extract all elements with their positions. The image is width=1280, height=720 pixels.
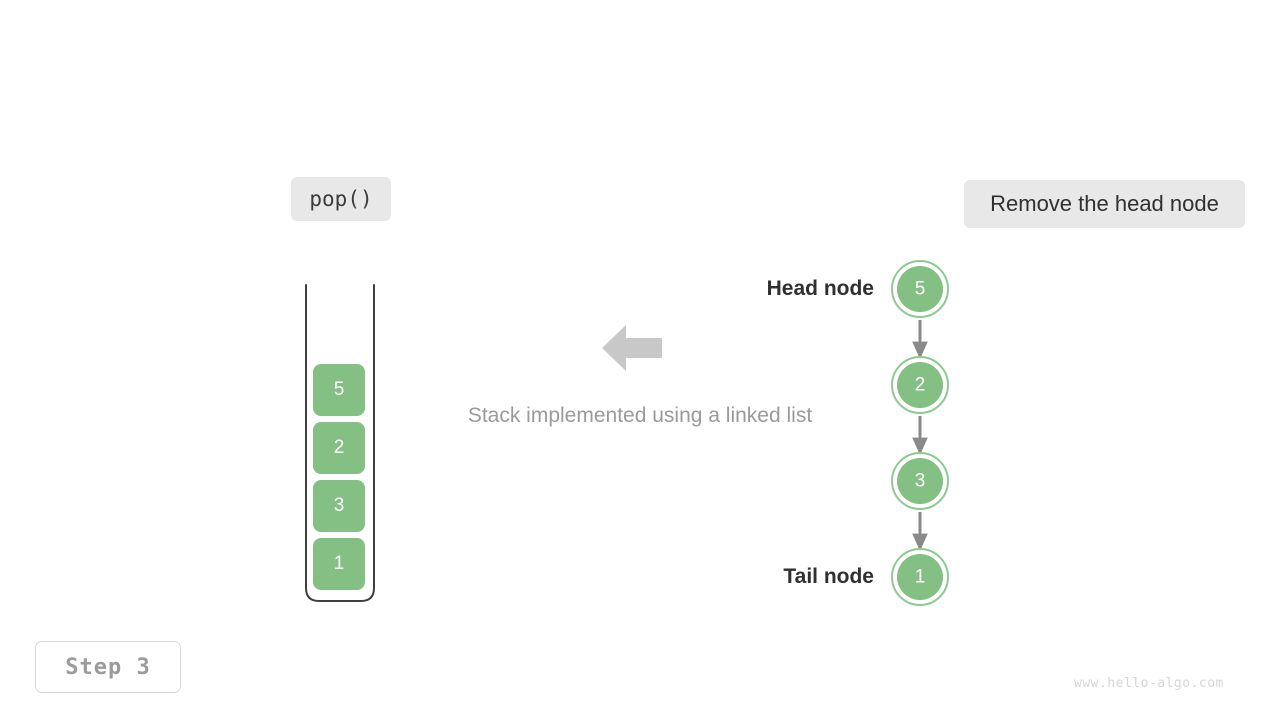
stack-cell-list: 5 2 3 1: [313, 364, 367, 590]
head-node-label: Head node: [766, 277, 874, 300]
operation-label: pop(): [291, 177, 391, 221]
stack-cell: 1: [313, 538, 365, 590]
node-value: 5: [915, 279, 926, 300]
linked-list-svg: 5 2 3 1: [891, 260, 949, 606]
action-description-label: Remove the head node: [964, 180, 1245, 228]
watermark: www.hello-algo.com: [1074, 676, 1224, 691]
stack-cell: 3: [313, 480, 365, 532]
node-value: 2: [915, 375, 926, 396]
step-badge: Step 3: [35, 641, 181, 693]
left-arrow-icon: [602, 325, 662, 371]
stack-diagram: 5 2 3 1: [300, 280, 380, 610]
stack-container-outline: [305, 284, 375, 602]
stack-cell-value: 5: [333, 379, 345, 400]
stack-cell: 5: [313, 364, 365, 416]
diagram-caption: Stack implemented using a linked list: [467, 404, 813, 427]
node-value: 3: [915, 471, 926, 492]
stack-cell: 2: [313, 422, 365, 474]
stack-cell-value: 3: [333, 495, 345, 516]
tail-node-label: Tail node: [783, 565, 874, 588]
node-value: 1: [915, 567, 926, 588]
linked-list-diagram: 5 2 3 1: [860, 250, 990, 620]
stack-cell-value: 1: [333, 553, 345, 574]
stack-cell-value: 2: [333, 437, 345, 458]
